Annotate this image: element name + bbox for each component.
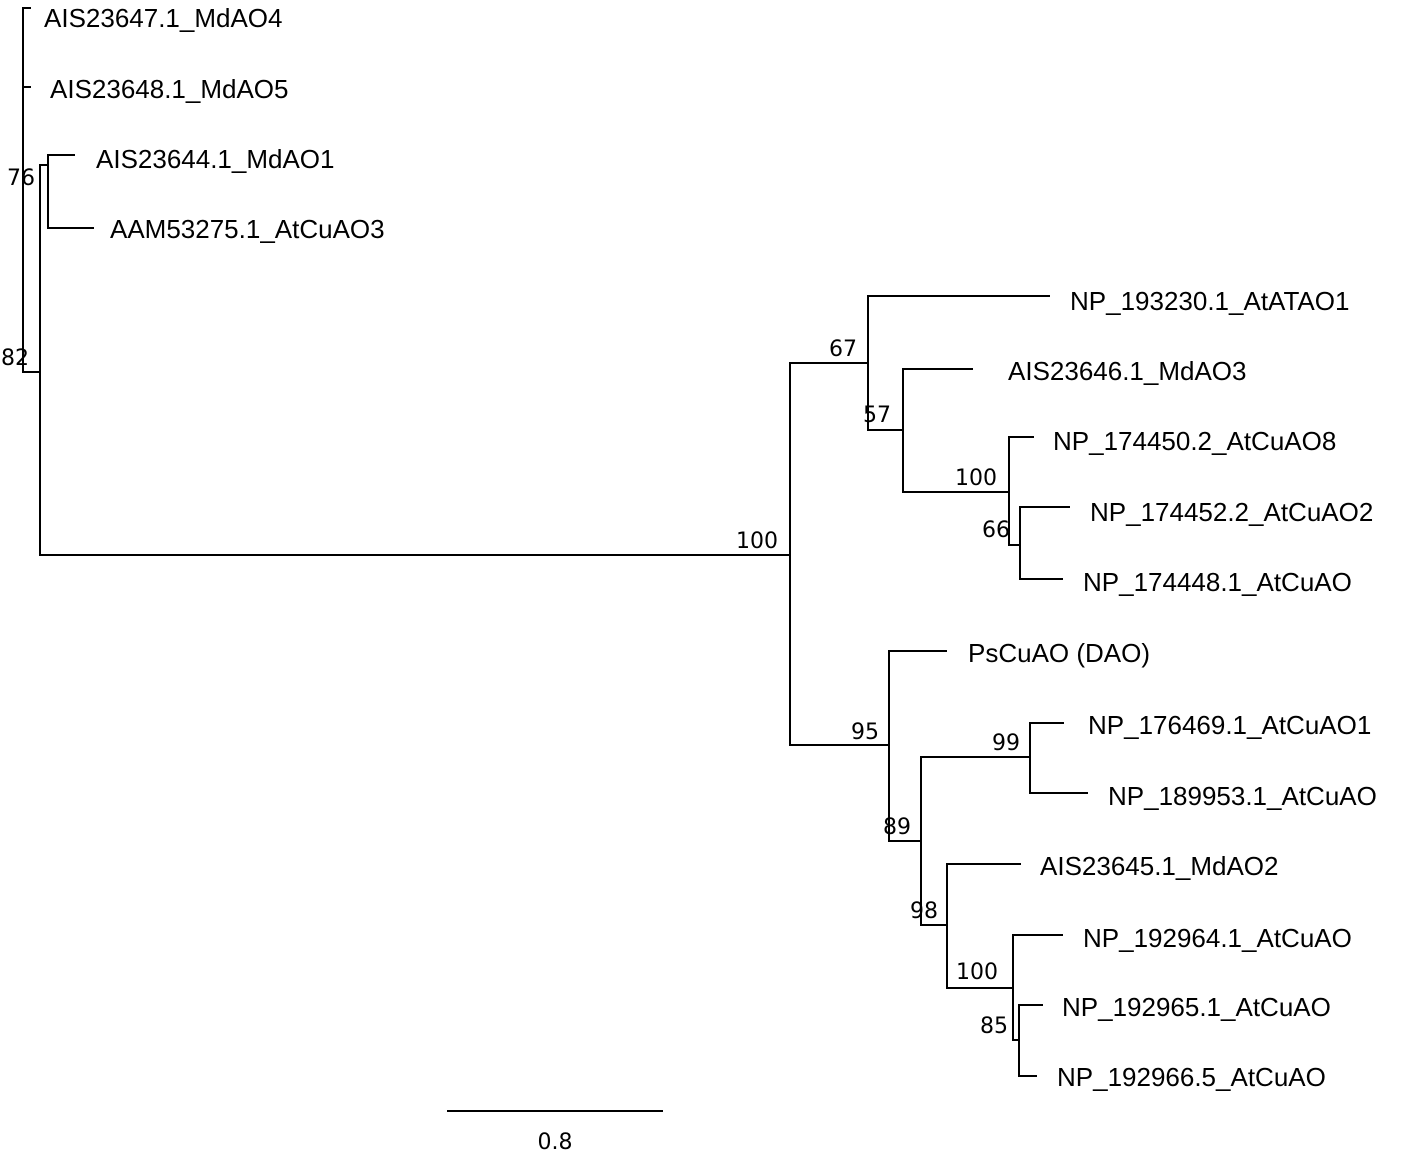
leaf-label-atcuao2: NP_174452.2_AtCuAO2	[1090, 497, 1373, 527]
leaf-label-atatao1: NP_193230.1_AtATAO1	[1070, 286, 1349, 316]
leaf-label-atcuao-174448: NP_174448.1_AtCuAO	[1083, 567, 1352, 597]
leaf-label-atcuao3: AAM53275.1_AtCuAO3	[110, 214, 385, 244]
support-value: 89	[883, 815, 911, 840]
support-value: 66	[982, 518, 1010, 543]
scale-bar-label: 0.8	[538, 1130, 573, 1155]
leaf-label-pscuao-dao: PsCuAO (DAO)	[968, 638, 1150, 668]
scale-bar: 0.8	[447, 1110, 663, 1155]
support-value: 98	[910, 899, 938, 924]
support-value: 85	[980, 1014, 1008, 1039]
leaf-label-atcuao8: NP_174450.2_AtCuAO8	[1053, 426, 1336, 456]
leaf-label-mdao1: AIS23644.1_MdAO1	[96, 144, 335, 174]
tree-branches	[22, 7, 1088, 1077]
leaf-labels: AIS23647.1_MdAO4 AIS23648.1_MdAO5 AIS236…	[44, 3, 1377, 1092]
leaf-label-atcuao-192965: NP_192965.1_AtCuAO	[1062, 992, 1331, 1022]
leaf-label-mdao5: AIS23648.1_MdAO5	[50, 74, 289, 104]
leaf-label-atcuao-189953: NP_189953.1_AtCuAO	[1108, 781, 1377, 811]
leaf-label-mdao2: AIS23645.1_MdAO2	[1040, 851, 1279, 881]
support-value: 76	[7, 166, 35, 191]
leaf-label-atcuao1: NP_176469.1_AtCuAO1	[1088, 710, 1371, 740]
support-values: 76 82 67 57 100 66 100 95 99 89 98 100 8…	[1, 166, 1020, 1039]
leaf-label-atcuao-192964: NP_192964.1_AtCuAO	[1083, 923, 1352, 953]
support-value: 99	[992, 731, 1020, 756]
leaf-label-mdao3: AIS23646.1_MdAO3	[1008, 356, 1247, 386]
support-value: 100	[736, 529, 778, 554]
support-value: 100	[956, 960, 998, 985]
leaf-label-mdao4: AIS23647.1_MdAO4	[44, 3, 283, 33]
support-value: 100	[955, 466, 997, 491]
support-value: 82	[1, 346, 29, 371]
support-value: 67	[829, 337, 857, 362]
support-value: 57	[863, 403, 891, 428]
support-value: 95	[851, 720, 879, 745]
leaf-label-atcuao-192966: NP_192966.5_AtCuAO	[1057, 1062, 1326, 1092]
